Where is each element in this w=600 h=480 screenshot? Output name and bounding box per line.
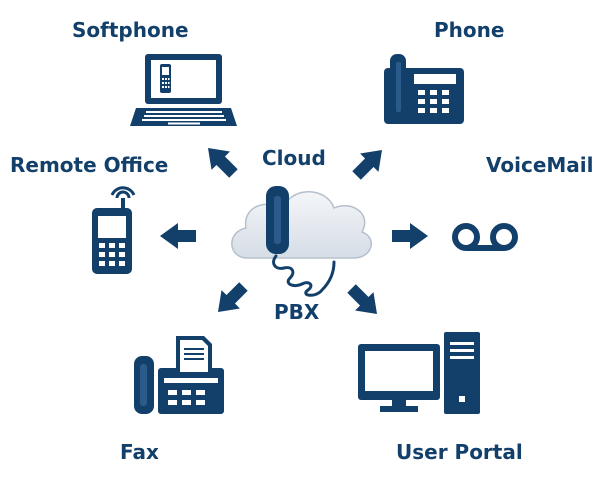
arrow-to-fax xyxy=(218,282,248,312)
arrow-to-softphone xyxy=(208,148,238,178)
user-portal-label: User Portal xyxy=(396,440,523,464)
fax-label: Fax xyxy=(120,440,159,464)
desk-phone-icon xyxy=(384,54,464,124)
arrow-to-voicemail xyxy=(392,223,428,249)
fax-icon xyxy=(134,336,224,414)
pbx-label: PBX xyxy=(274,300,320,324)
handset-icon xyxy=(266,186,336,297)
phone-label: Phone xyxy=(434,18,505,42)
cloud-icon xyxy=(231,191,372,259)
voicemail-icon xyxy=(452,223,518,251)
cloud-label: Cloud xyxy=(262,146,326,170)
arrow-to-user-portal xyxy=(347,284,377,314)
computer-icon xyxy=(358,332,480,414)
laptop-icon xyxy=(130,54,237,126)
arrow-to-phone xyxy=(352,150,382,180)
softphone-label: Softphone xyxy=(72,18,189,42)
mobile-phone-icon xyxy=(92,186,136,274)
remote-office-label: Remote Office xyxy=(10,153,169,177)
voicemail-label: VoiceMail xyxy=(486,153,594,177)
arrows xyxy=(160,148,428,314)
arrow-to-remote-office xyxy=(160,223,196,249)
